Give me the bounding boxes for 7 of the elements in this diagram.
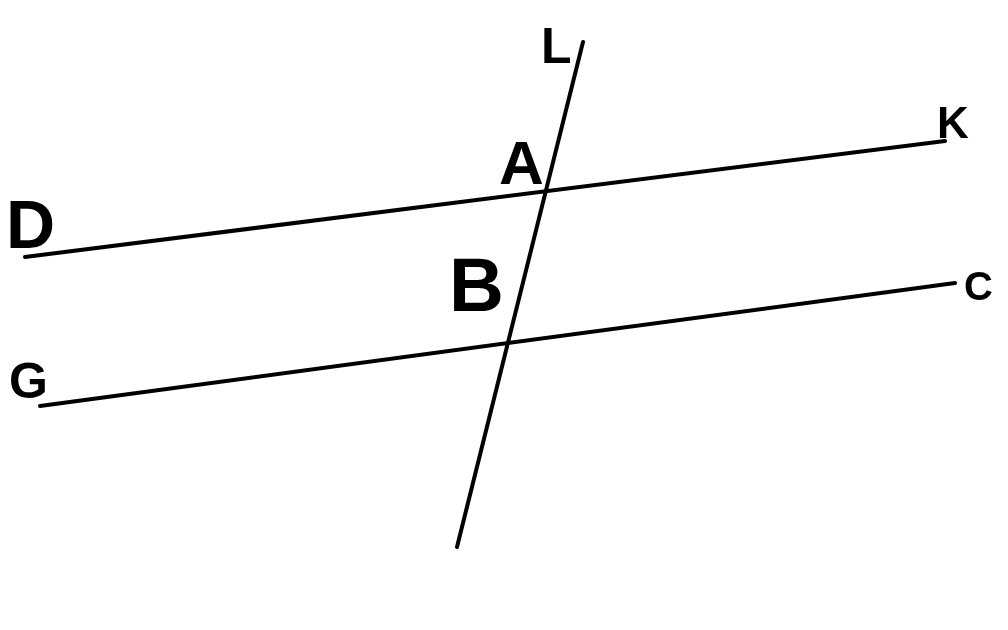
point-label: D — [6, 190, 56, 258]
point-label: C — [964, 266, 993, 306]
point-label: B — [449, 247, 504, 323]
point-label: L — [541, 21, 572, 71]
point-label: A — [499, 132, 544, 194]
point-label: G — [9, 356, 48, 406]
point-label: K — [937, 101, 969, 145]
